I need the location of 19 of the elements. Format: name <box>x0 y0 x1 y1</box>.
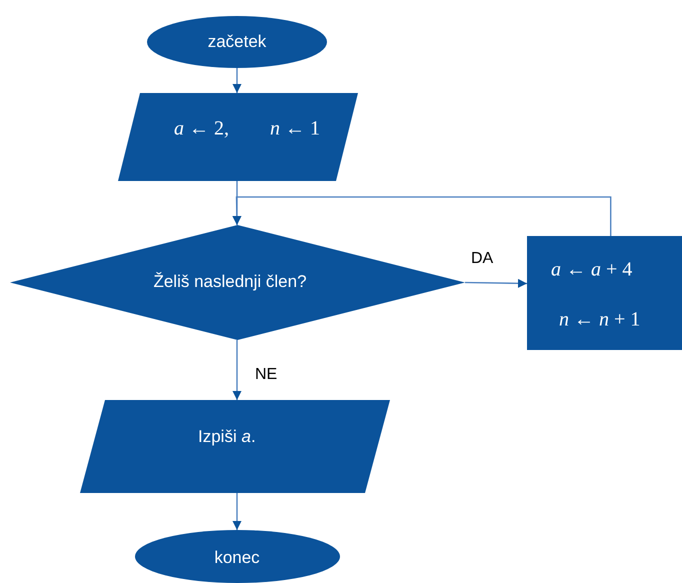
decision-diamond <box>10 225 465 340</box>
formula: n ← 1 <box>270 118 320 140</box>
arrow <box>232 68 242 93</box>
node-text: Želiš naslednji člen? <box>153 272 307 292</box>
node-text: Izpiši a. <box>198 427 256 447</box>
terminal-ellipse <box>135 530 340 583</box>
arrow <box>232 493 242 530</box>
arrow <box>232 196 612 236</box>
arrow <box>232 340 242 400</box>
input-output-parallelogram <box>80 400 390 493</box>
formula: n ← n + 1 <box>559 308 640 332</box>
node-text: konec <box>214 548 260 568</box>
arrow <box>464 278 528 288</box>
node-text: začetek <box>208 32 266 52</box>
process-box <box>527 236 682 350</box>
input-output-parallelogram <box>118 93 358 181</box>
formula: a ← 2, <box>174 118 229 140</box>
formula: a ← a + 4 <box>551 258 632 282</box>
terminal-ellipse <box>147 16 327 68</box>
